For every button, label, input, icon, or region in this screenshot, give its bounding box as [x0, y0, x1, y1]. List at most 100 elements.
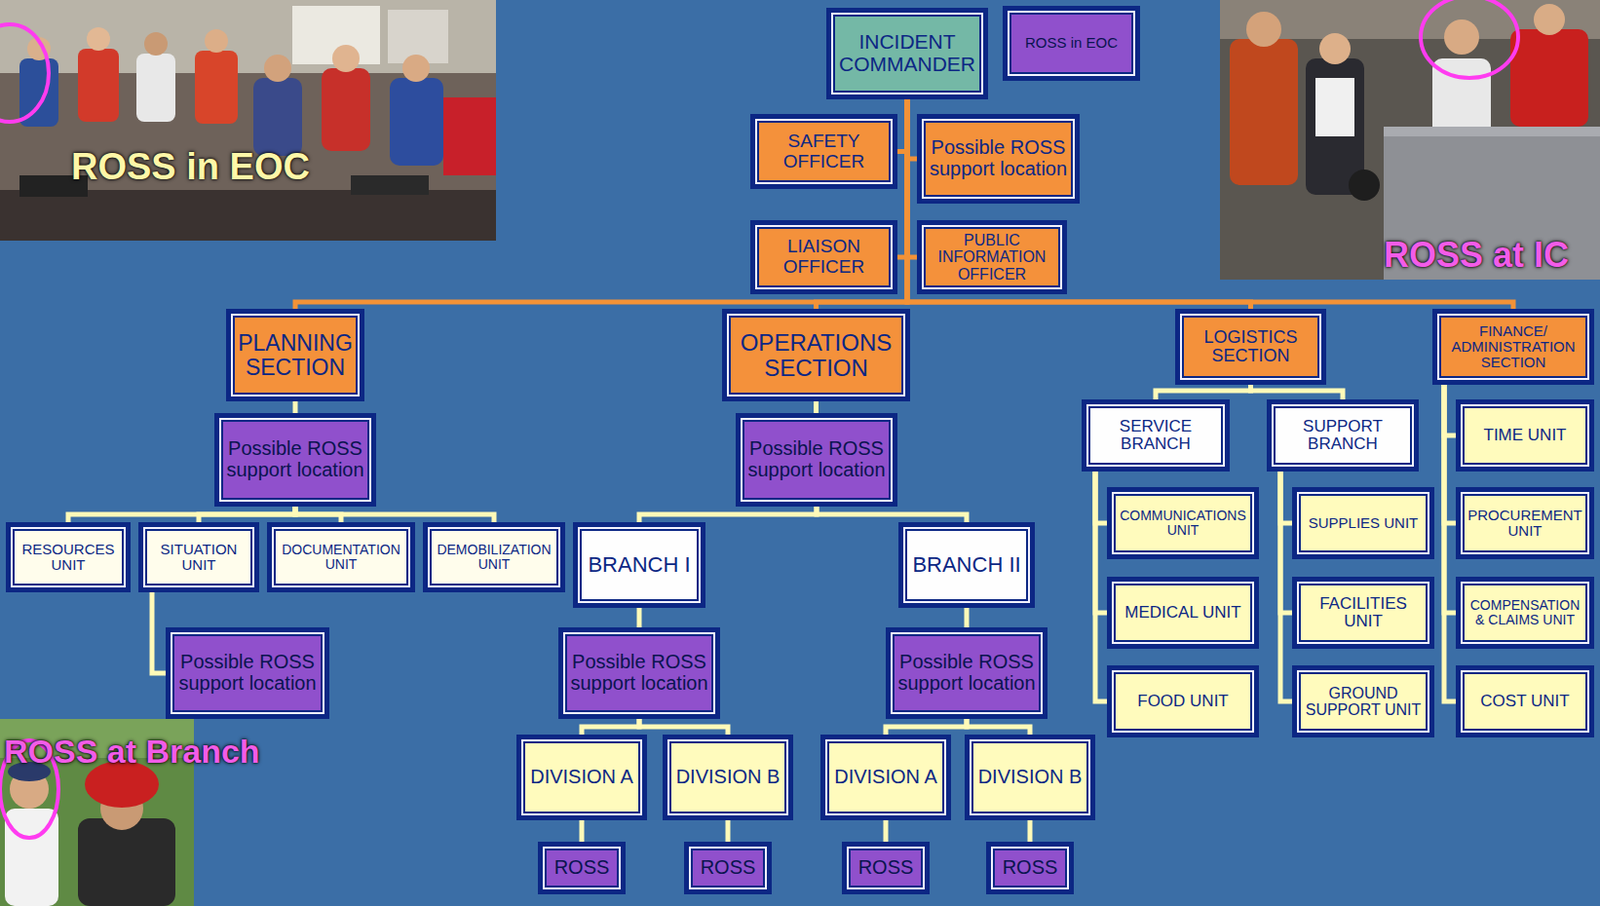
box-label: Possible ROSS support location — [927, 137, 1069, 180]
photo-shape — [86, 27, 111, 51]
connector-line — [1251, 384, 1344, 400]
ics-box: LIAISON OFFICER — [750, 220, 898, 295]
box-label: Possible ROSS support location — [896, 651, 1037, 694]
ics-box: Possible ROSS support location — [165, 627, 330, 720]
connector-line — [1444, 384, 1456, 702]
box-label: SUPPLIES UNIT — [1302, 515, 1424, 532]
ics-box: PUBLIC INFORMATION OFFICER — [916, 220, 1067, 295]
box-label: BRANCH I — [583, 553, 695, 577]
ics-box: DIVISION A — [820, 734, 952, 821]
photo-shape — [1219, 0, 1600, 280]
connector-line — [581, 719, 640, 735]
connector-line — [1095, 471, 1107, 702]
box-label: ROSS — [996, 857, 1064, 879]
ics-box: DEMOBILIZATION UNIT — [422, 522, 566, 593]
ics-box: ROSS — [537, 841, 626, 895]
ics-box: PLANNING SECTION — [226, 308, 365, 402]
connector-line — [964, 608, 970, 628]
connector-line — [907, 99, 1514, 309]
connector-line — [816, 506, 967, 523]
box-label: FOOD UNIT — [1117, 692, 1249, 711]
connector-line — [295, 506, 495, 523]
photo-caption: ROSS in EOC — [71, 146, 310, 189]
ics-box: Possible ROSS support location — [735, 413, 898, 507]
photo-shape — [136, 53, 176, 122]
connector-line — [637, 608, 643, 628]
connector-line — [198, 506, 296, 523]
photo-shape — [389, 77, 444, 166]
box-label: COMMUNICATIONS UNIT — [1117, 508, 1249, 538]
photo-caption: ROSS at IC — [1383, 234, 1569, 276]
photo-shape — [0, 24, 49, 122]
box-label: DIVISION A — [831, 766, 941, 789]
connector-line — [907, 99, 1252, 309]
photo-shape — [350, 175, 429, 195]
box-label: DOCUMENTATION UNIT — [277, 542, 405, 572]
ics-box: COMMUNICATIONS UNIT — [1106, 487, 1259, 560]
ics-box: OPERATIONS SECTION — [722, 308, 911, 402]
photo-shape — [1510, 29, 1589, 127]
connector-line — [725, 820, 731, 842]
connector-line — [295, 99, 908, 309]
connector-line — [639, 506, 817, 523]
photo-shape — [1420, 0, 1519, 78]
photo-shape — [253, 77, 303, 156]
photo-shape — [1229, 38, 1298, 186]
ics-box: Possible ROSS support location — [558, 627, 721, 720]
ics-box: Possible ROSS support location — [214, 413, 377, 507]
connector-line — [639, 719, 728, 735]
ics-box: COMPENSATION & CLAIMS UNIT — [1455, 576, 1595, 649]
box-label: ROSS — [548, 857, 615, 879]
box-label: Possible ROSS support location — [569, 651, 710, 694]
ics-box: DIVISION B — [662, 734, 794, 821]
box-label: Possible ROSS support location — [746, 438, 887, 481]
photo-caption: ROSS at Branch — [3, 732, 261, 771]
box-label: DIVISION B — [673, 766, 783, 789]
photo-shape — [1533, 3, 1565, 36]
ics-box: INCIDENT COMMANDER — [826, 7, 989, 100]
connector-line — [293, 401, 299, 414]
ics-box: SAFETY OFFICER — [750, 114, 898, 190]
photo-shape — [402, 54, 430, 82]
ics-box: SUPPORT BRANCH — [1266, 399, 1419, 472]
ics-box: Possible ROSS support location — [885, 627, 1048, 720]
ics-box: FACILITIES UNIT — [1292, 576, 1435, 649]
photo-shape — [321, 68, 371, 152]
photo-shape — [443, 97, 496, 176]
box-label: SERVICE BRANCH — [1092, 418, 1220, 455]
box-label: MEDICAL UNIT — [1117, 604, 1249, 622]
box-label: INCIDENT COMMANDER — [837, 31, 978, 76]
photo-shape — [1383, 126, 1600, 280]
ics-box: PROCUREMENT UNIT — [1455, 487, 1595, 560]
photo-shape — [1319, 33, 1351, 65]
connector-line — [883, 820, 889, 842]
connector-line — [885, 719, 967, 735]
ics-box: ROSS — [841, 841, 930, 895]
connector-line — [1028, 820, 1033, 842]
box-label: TIME UNIT — [1466, 426, 1584, 445]
box-label: OPERATIONS SECTION — [732, 330, 900, 381]
photo-shape — [77, 48, 119, 122]
ics-box: DOCUMENTATION UNIT — [266, 522, 416, 593]
box-label: RESOURCES UNIT — [16, 541, 120, 573]
box-label: COST UNIT — [1466, 692, 1584, 711]
photo-shape — [1383, 126, 1600, 137]
box-label: PLANNING SECTION — [236, 331, 354, 381]
connector-line — [579, 820, 585, 842]
box-label: DIVISION A — [527, 766, 637, 789]
ics-box: DIVISION A — [516, 734, 648, 821]
connector-line — [966, 719, 1030, 735]
ics-box: DIVISION B — [964, 734, 1096, 821]
ics-box: RESOURCES UNIT — [5, 522, 131, 593]
connector-line — [813, 401, 819, 414]
photo-shape — [1315, 77, 1355, 137]
ics-box: LOGISTICS SECTION — [1175, 308, 1327, 385]
box-label: PROCUREMENT UNIT — [1466, 507, 1584, 539]
photo-shape — [144, 32, 168, 56]
box-label: DIVISION B — [975, 766, 1085, 789]
box-label: DEMOBILIZATION UNIT — [433, 542, 555, 572]
photo-shape — [0, 0, 496, 241]
photo-shape — [0, 190, 496, 241]
